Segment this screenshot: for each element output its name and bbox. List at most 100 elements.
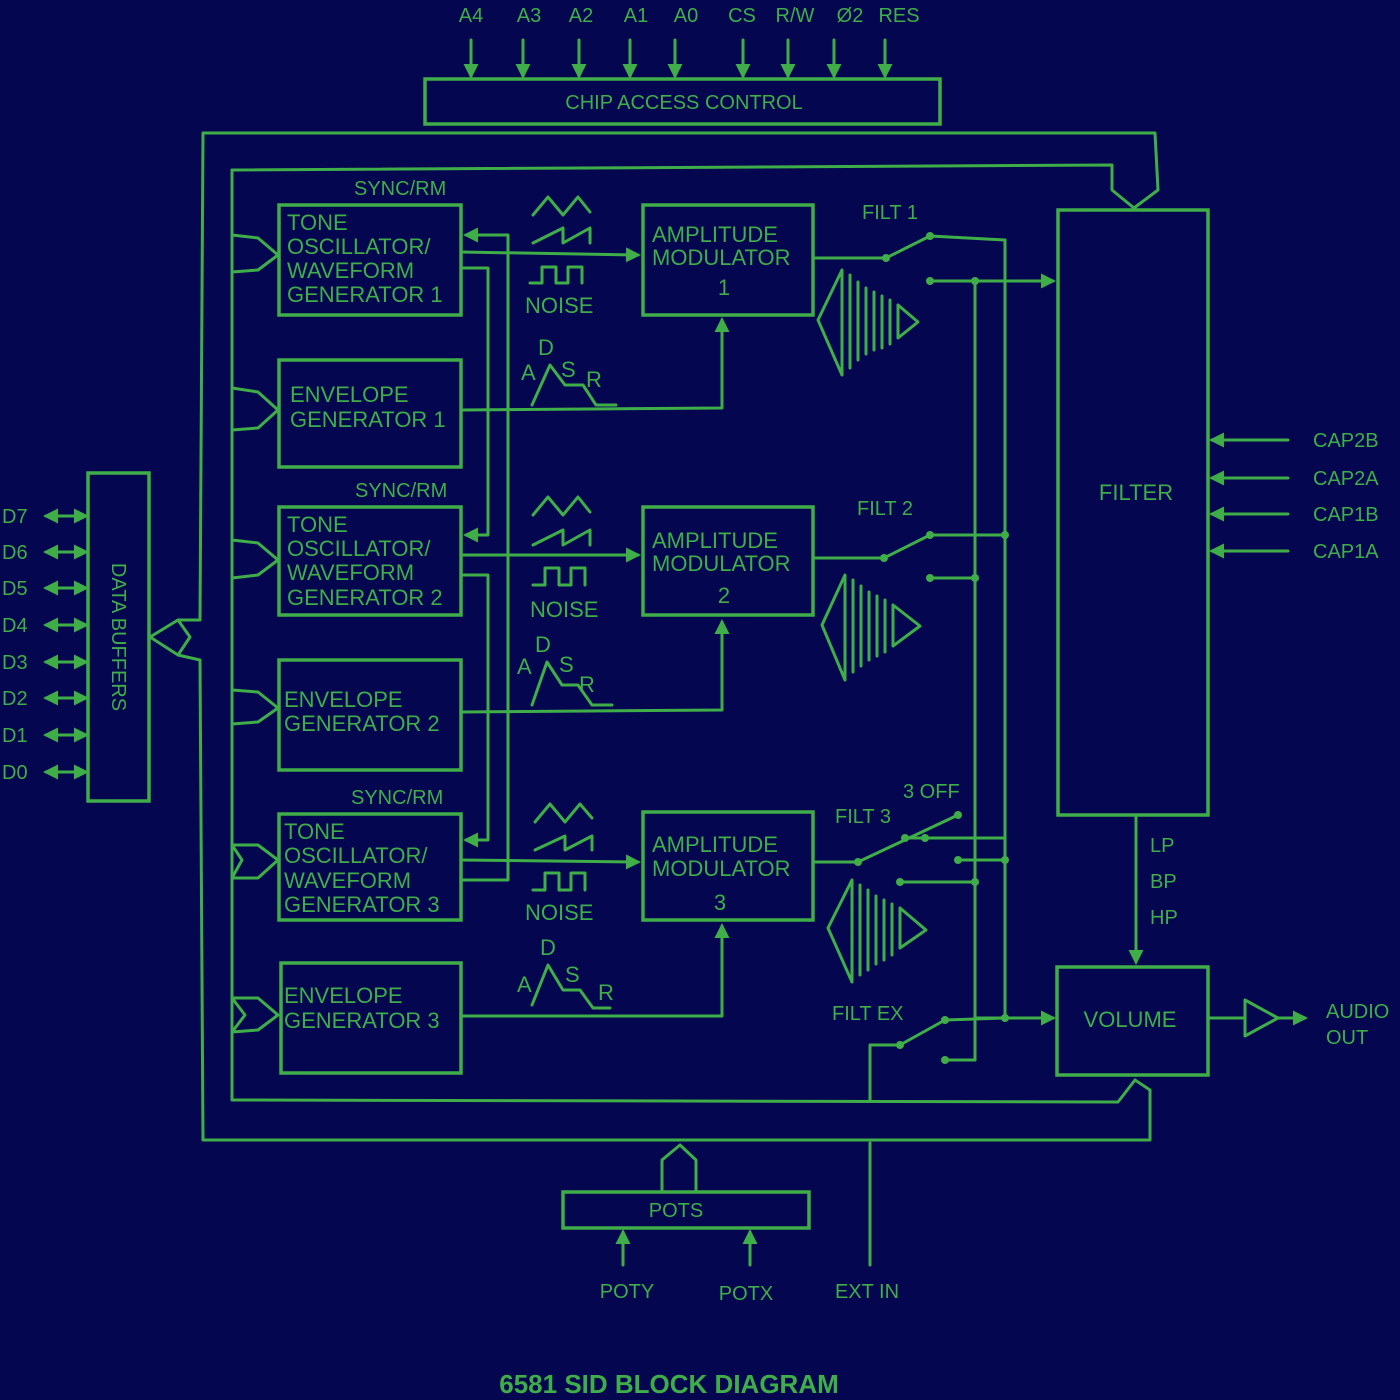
tone-oscillator-1: TONE OSCILLATOR/ WAVEFORM GENERATOR 1 — [277, 203, 463, 317]
svg-text:A: A — [517, 972, 532, 997]
audio-out: AUDIO OUT — [1206, 998, 1389, 1049]
noise-label-3: NOISE — [525, 900, 593, 925]
svg-text:OSCILLATOR/: OSCILLATOR/ — [287, 536, 431, 561]
svg-text:R: R — [579, 672, 595, 697]
mode-bp: BP — [1150, 871, 1177, 893]
amplitude-modulator-3: AMPLITUDE MODULATOR 3 — [641, 810, 815, 922]
svg-text:A: A — [521, 360, 536, 385]
pin-d0: D0 — [2, 762, 28, 784]
chip-access-control-block: CHIP ACCESS CONTROL — [423, 77, 942, 126]
svg-text:TONE: TONE — [284, 819, 345, 844]
waveform-icons-1: NOISE — [525, 195, 593, 318]
filter-label: FILTER — [1099, 480, 1173, 505]
svg-text:ENVELOPE: ENVELOPE — [284, 983, 403, 1008]
pin-a3: A3 — [517, 5, 541, 27]
three-off-label: 3 OFF — [903, 781, 960, 803]
pin-cap2b: CAP2B — [1313, 430, 1379, 452]
envelope-generator-2: ENVELOPE GENERATOR 2 — [277, 658, 463, 772]
svg-text:D: D — [540, 935, 556, 960]
data-buffers-label: DATA BUFFERS — [107, 563, 129, 711]
waveform-icons-3: NOISE — [525, 802, 594, 925]
pin-d2: D2 — [2, 688, 28, 710]
address-pins: A4 A3 A2 A1 A0 CS R/W Ø2 RES — [459, 5, 920, 79]
noise-label-1: NOISE — [525, 293, 593, 318]
pin-res: RES — [878, 5, 919, 27]
pin-cap2a: CAP2A — [1313, 468, 1379, 490]
volume-label: VOLUME — [1084, 1007, 1177, 1032]
filt-1-label: FILT 1 — [862, 202, 918, 224]
filter-block: FILTER — [1056, 208, 1210, 817]
pin-d4: D4 — [2, 615, 28, 637]
pin-d6: D6 — [2, 542, 28, 564]
svg-text:MODULATOR: MODULATOR — [652, 856, 791, 881]
filt-1-switch — [813, 234, 1007, 260]
noise-label-2: NOISE — [530, 597, 598, 622]
modulated-wave-2 — [820, 573, 922, 682]
sync-rm-label-2: SYNC/RM — [355, 480, 447, 502]
filt-2-label: FILT 2 — [857, 498, 913, 520]
svg-text:MODULATOR: MODULATOR — [652, 551, 791, 576]
pin-d3: D3 — [2, 652, 28, 674]
filt-ex-switch: FILT EX — [832, 1003, 1007, 1267]
envelope-generator-3: ENVELOPE GENERATOR 3 — [279, 961, 463, 1075]
pin-a1: A1 — [624, 5, 648, 27]
adsr-icon-1: A D S R — [521, 335, 618, 407]
pin-d5: D5 — [2, 578, 28, 600]
tone-oscillator-2: TONE OSCILLATOR/ WAVEFORM GENERATOR 2 — [277, 505, 463, 617]
pin-cap1b: CAP1B — [1313, 504, 1379, 526]
svg-text:WAVEFORM: WAVEFORM — [287, 258, 414, 283]
svg-text:D: D — [538, 335, 554, 360]
svg-text:S: S — [561, 357, 576, 382]
pin-a0: A0 — [674, 5, 698, 27]
svg-text:AMPLITUDE: AMPLITUDE — [652, 528, 778, 553]
svg-text:1: 1 — [718, 275, 730, 300]
svg-text:TONE: TONE — [287, 512, 348, 537]
svg-text:R: R — [598, 980, 614, 1005]
modulated-wave-1 — [816, 268, 920, 377]
mode-lp: LP — [1150, 835, 1174, 857]
volume-block: VOLUME — [1055, 965, 1210, 1077]
svg-text:GENERATOR 1: GENERATOR 1 — [290, 407, 446, 432]
svg-text:WAVEFORM: WAVEFORM — [284, 868, 411, 893]
pin-d7: D7 — [2, 506, 28, 528]
pin-phi2: Ø2 — [837, 5, 864, 27]
svg-text:2: 2 — [718, 583, 730, 608]
voice-3: SYNC/RM TONE OSCILLATOR/ WAVEFORM GENERA… — [277, 781, 1007, 1075]
svg-text:GENERATOR 2: GENERATOR 2 — [284, 711, 440, 736]
data-buffers-block: DATA BUFFERS — [86, 471, 151, 803]
svg-text:D: D — [535, 632, 551, 657]
svg-text:R: R — [586, 367, 602, 392]
svg-text:AMPLITUDE: AMPLITUDE — [652, 222, 778, 247]
svg-text:GENERATOR 3: GENERATOR 3 — [284, 1008, 440, 1033]
modulated-wave-3 — [826, 878, 928, 984]
data-pins: D7 D6 D5 D4 D3 D2 D1 D0 — [2, 506, 89, 784]
pots-label: POTS — [649, 1200, 703, 1222]
pin-potx: POTX — [719, 1283, 773, 1305]
svg-text:GENERATOR 1: GENERATOR 1 — [287, 282, 443, 307]
sync-rm-label-3: SYNC/RM — [351, 787, 443, 809]
svg-text:OSCILLATOR/: OSCILLATOR/ — [287, 234, 431, 259]
chip-access-label: CHIP ACCESS CONTROL — [565, 92, 802, 114]
cap-pins: CAP2B CAP2A CAP1B CAP1A — [1209, 430, 1379, 563]
voice-1: SYNC/RM TONE OSCILLATOR/ WAVEFORM GENERA… — [277, 178, 1056, 469]
svg-text:MODULATOR: MODULATOR — [652, 245, 791, 270]
internal-bus-wiring — [148, 131, 1160, 1192]
filt-3-label: FILT 3 — [835, 806, 891, 828]
filt-ex-label: FILT EX — [832, 1003, 904, 1025]
amplitude-modulator-1: AMPLITUDE MODULATOR 1 — [641, 203, 815, 317]
pots-block: POTS — [561, 1190, 811, 1230]
pin-a4: A4 — [459, 5, 483, 27]
diagram-title: 6581 SID BLOCK DIAGRAM — [499, 1369, 839, 1399]
filter-modes: LP BP HP — [1150, 835, 1178, 929]
pin-d1: D1 — [2, 725, 28, 747]
voice-2: SYNC/RM TONE OSCILLATOR/ WAVEFORM GENERA… — [277, 480, 1007, 772]
svg-text:WAVEFORM: WAVEFORM — [287, 560, 414, 585]
pin-a2: A2 — [569, 5, 593, 27]
bottom-pins: POTY POTX EXT IN — [600, 1229, 899, 1305]
pin-ext-in: EXT IN — [835, 1281, 899, 1303]
pin-poty: POTY — [600, 1281, 654, 1303]
audio-out-label-2: OUT — [1326, 1027, 1368, 1049]
svg-text:GENERATOR 2: GENERATOR 2 — [287, 585, 443, 610]
waveform-icons-2: NOISE — [530, 495, 598, 622]
pin-rw: R/W — [776, 5, 815, 27]
